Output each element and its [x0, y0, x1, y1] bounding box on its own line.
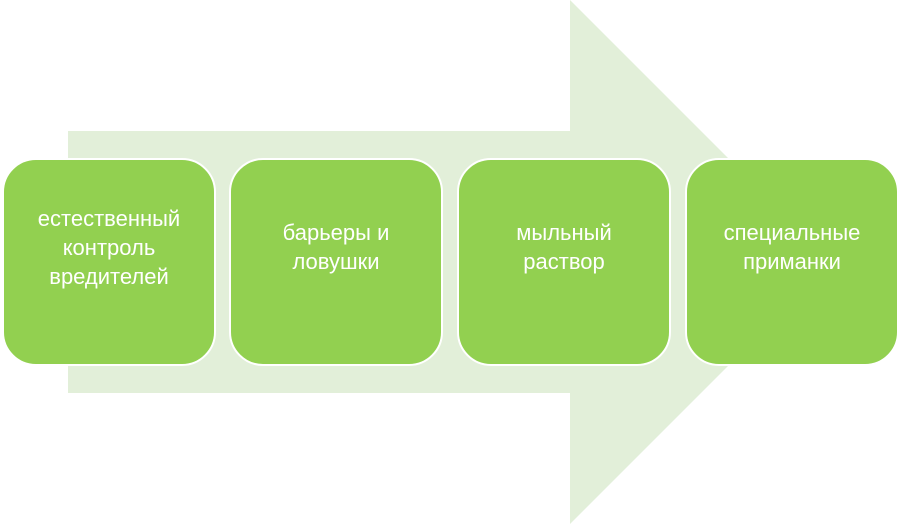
step-label: мыльный раствор [516, 220, 612, 274]
step-label: барьеры и ловушки [282, 220, 390, 274]
step-box-soap-solution: мыльный раствор [457, 158, 671, 366]
step-box-barriers-and-traps: барьеры и ловушки [229, 158, 443, 366]
arrow-shape [68, 0, 832, 524]
step-label: специальные приманки [723, 220, 861, 274]
step-label: естественный контроль вредителей [37, 205, 181, 289]
step-box-special-baits: специальные приманки [685, 158, 899, 366]
step-box-natural-pest-control: естественный контроль вредителей [2, 158, 216, 366]
